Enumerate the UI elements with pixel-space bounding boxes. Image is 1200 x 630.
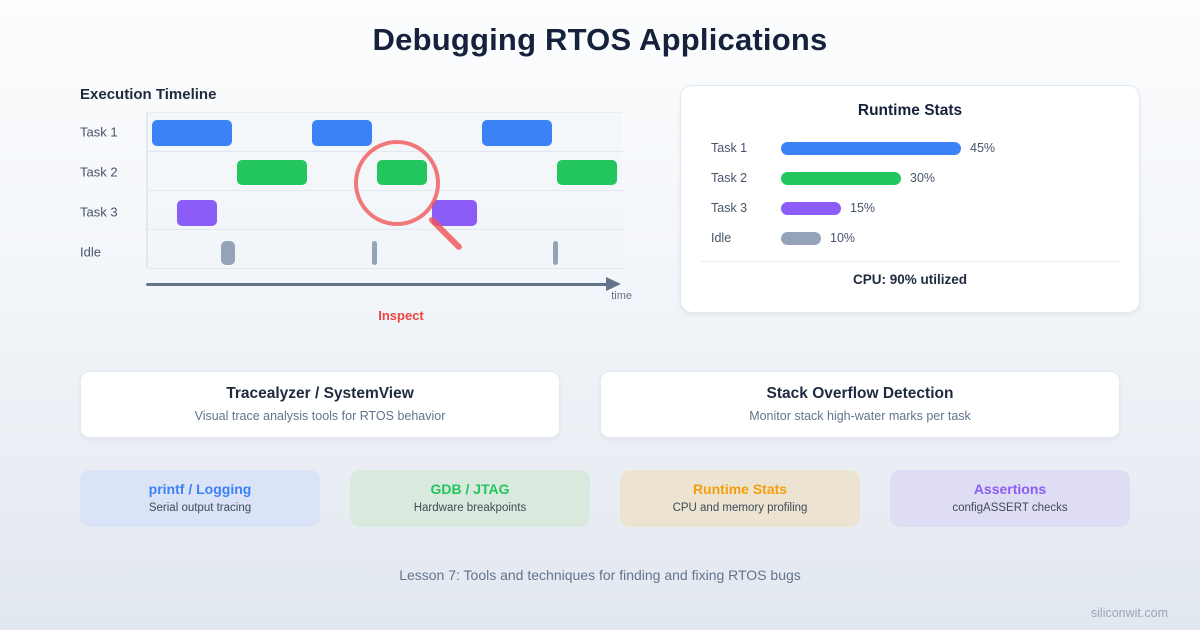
timeline-task-bar xyxy=(312,120,372,146)
timeline-heading: Execution Timeline xyxy=(80,86,217,103)
time-axis-arrow-icon xyxy=(606,277,621,291)
tool-card-title: Stack Overflow Detection xyxy=(766,385,954,402)
stats-row-bar xyxy=(781,141,961,155)
timeline-row-label: Task 1 xyxy=(80,124,118,140)
timeline-row-label: Task 3 xyxy=(80,204,118,220)
runtime-stats-divider xyxy=(701,261,1119,262)
tool-card-subtitle: Visual trace analysis tools for RTOS beh… xyxy=(194,409,446,423)
cpu-utilization-summary: CPU: 90% utilized xyxy=(852,272,968,287)
chip-title: printf / Logging xyxy=(148,481,252,497)
timeline-task-bar xyxy=(221,241,235,265)
site-watermark: siliconwit.com xyxy=(1090,606,1168,620)
runtime-stats-rows: Task 1 45% Task 2 30% Task 3 15% Idle 10% xyxy=(711,133,1139,253)
chip-subtitle: configASSERT checks xyxy=(952,502,1068,514)
stats-row-label: Task 3 xyxy=(711,201,748,215)
chip-subtitle: CPU and memory profiling xyxy=(672,502,808,514)
chip-subtitle: Hardware breakpoints xyxy=(413,502,527,514)
timeline-row-label: Idle xyxy=(80,244,101,260)
timeline-task-bar xyxy=(237,160,307,185)
stats-row-bar xyxy=(781,171,901,185)
timeline-task-bar xyxy=(152,120,232,146)
timeline-row xyxy=(148,230,624,269)
technique-chip: Assertions configASSERT checks xyxy=(890,470,1130,527)
magnifier-icon xyxy=(354,140,440,226)
timeline-row-labels: Task 1 Task 2 Task 3 Idle xyxy=(80,112,142,268)
page-title: Debugging RTOS Applications xyxy=(372,22,828,57)
chip-title: GDB / JTAG xyxy=(430,481,510,497)
stats-row-percent: 15% xyxy=(850,201,876,215)
timeline-task-bar xyxy=(557,160,617,185)
stats-row-bar xyxy=(781,231,821,245)
timeline-task-bar xyxy=(432,200,477,226)
inspect-label: Inspect xyxy=(378,308,424,323)
timeline-chart xyxy=(146,112,624,269)
stats-row-bar xyxy=(781,201,841,215)
timeline-row-label: Task 2 xyxy=(80,164,118,179)
stats-row-label: Task 1 xyxy=(711,141,748,155)
timeline-task-bar xyxy=(482,120,552,146)
stats-row-percent: 45% xyxy=(970,141,996,155)
tool-card-title: Tracealyzer / SystemView xyxy=(226,385,414,402)
stats-row-percent: 10% xyxy=(830,231,856,245)
lesson-footer: Lesson 7: Tools and techniques for findi… xyxy=(399,567,801,583)
stats-row: Task 1 45% xyxy=(711,133,1139,163)
technique-chip: GDB / JTAG Hardware breakpoints xyxy=(350,470,590,527)
timeline-task-bar xyxy=(177,200,217,226)
time-axis xyxy=(146,283,610,286)
stats-row-percent: 30% xyxy=(910,171,936,185)
stats-row: Idle 10% xyxy=(711,223,1139,253)
tool-card-subtitle: Monitor stack high-water marks per task xyxy=(749,409,971,423)
runtime-stats-title: Runtime Stats xyxy=(857,102,963,119)
time-axis-label: time xyxy=(611,290,632,302)
stats-row-label: Task 2 xyxy=(711,171,748,185)
runtime-stats-card: Runtime Stats Task 1 45% Task 2 30% Task 3 15… xyxy=(680,85,1140,313)
stats-row-label: Idle xyxy=(711,231,732,245)
stats-row: Task 3 15% xyxy=(711,193,1139,223)
chip-title: Assertions xyxy=(973,481,1047,497)
chip-title: Runtime Stats xyxy=(692,481,788,497)
timeline-row xyxy=(148,191,624,230)
chip-subtitle: Serial output tracing xyxy=(148,502,252,514)
timeline-task-bar xyxy=(372,241,377,265)
timeline-task-bar xyxy=(553,241,558,265)
stats-row: Task 2 30% xyxy=(711,163,1139,193)
